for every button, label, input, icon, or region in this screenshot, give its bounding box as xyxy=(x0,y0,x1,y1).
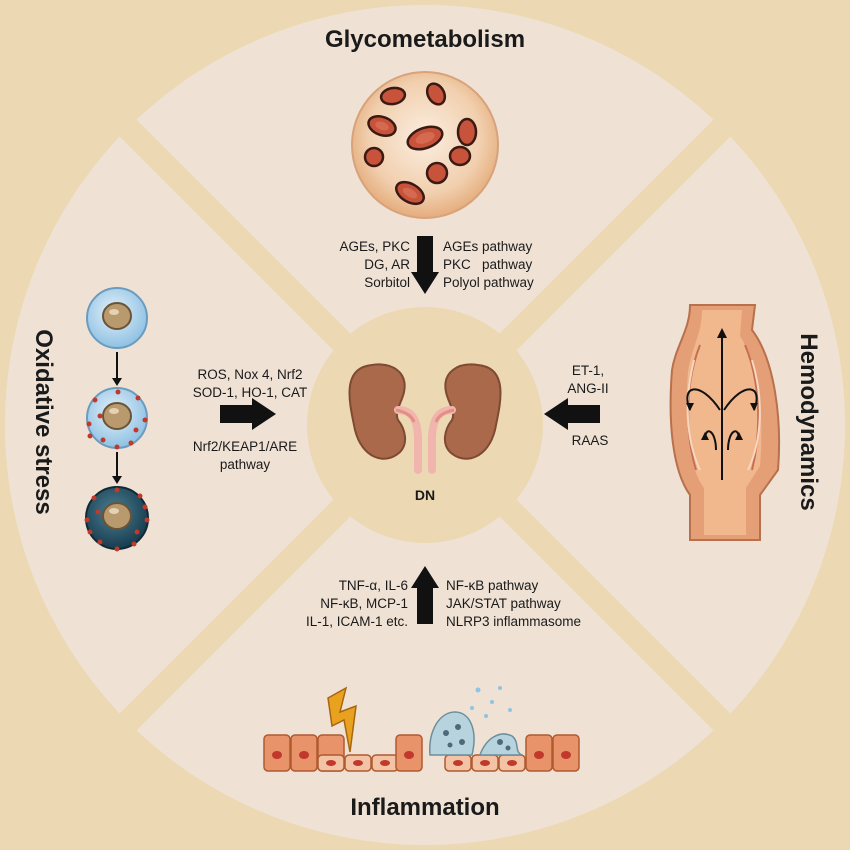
oxidative-top-labels: ROS, Nox 4, Nrf2 SOD-1, HO-1, CAT xyxy=(170,366,330,402)
hemo-top-labels: ET-1, ANG-II xyxy=(548,362,628,398)
hemo-line: ET-1, xyxy=(571,363,605,378)
glyco-left-line: DG, AR xyxy=(364,257,410,272)
inflam-left-line: IL-1, ICAM-1 etc. xyxy=(305,614,408,629)
title-hemodynamics: Hemodynamics xyxy=(795,333,822,511)
title-glycometabolism: Glycometabolism xyxy=(324,26,526,53)
glyco-right-labels: AGEs pathway PKC pathway Polyol pathway xyxy=(443,238,573,292)
glyco-right-line: AGEs pathway xyxy=(443,239,533,254)
tissue-illustration xyxy=(263,686,580,772)
hemo-line: ANG-II xyxy=(567,381,609,396)
inflam-right-line: JAK/STAT pathway xyxy=(446,596,561,611)
oxidative-line: SOD-1, HO-1, CAT xyxy=(192,385,308,400)
oxidative-bottom-labels: Nrf2/KEAP1/ARE pathway xyxy=(170,438,320,474)
glyco-arrow xyxy=(411,236,439,294)
hemo-arrow xyxy=(544,398,600,430)
blood-vessel-illustration xyxy=(669,304,781,541)
blood-cells-illustration xyxy=(351,71,499,219)
glyco-left-line: Sorbitol xyxy=(364,275,410,290)
glyco-right-line: PKC pathway xyxy=(443,257,533,272)
inflam-left-labels: TNF-α, IL-6 NF-κB, MCP-1 IL-1, ICAM-1 et… xyxy=(280,577,408,631)
glyco-left-line: AGEs, PKC xyxy=(339,239,410,254)
oxidative-line: pathway xyxy=(219,457,271,472)
hemo-raas-label: RAAS xyxy=(571,433,609,448)
inflam-right-labels: NF-κB pathway JAK/STAT pathway NLRP3 inf… xyxy=(446,577,606,631)
inflam-right-line: NF-κB pathway xyxy=(446,578,539,593)
title-inflammation: Inflammation xyxy=(350,794,500,821)
oxidative-arrow xyxy=(220,398,276,430)
inflam-arrow xyxy=(411,566,439,624)
oxidative-line: Nrf2/KEAP1/ARE xyxy=(192,439,298,454)
oxidative-cells-illustration xyxy=(84,287,150,552)
inflam-left-line: NF-κB, MCP-1 xyxy=(320,596,408,611)
kidneys-illustration xyxy=(348,363,502,474)
glyco-left-labels: AGEs, PKC DG, AR Sorbitol xyxy=(300,238,410,292)
center-disk xyxy=(307,307,543,543)
inflam-right-line: NLRP3 inflammasome xyxy=(446,614,582,629)
title-dn: DN xyxy=(414,487,436,503)
inflam-left-line: TNF-α, IL-6 xyxy=(338,578,408,593)
title-oxidative-stress: Oxidative stress xyxy=(30,329,57,515)
oxidative-line: ROS, Nox 4, Nrf2 xyxy=(197,367,303,382)
glyco-right-line: Polyol pathway xyxy=(443,275,534,290)
